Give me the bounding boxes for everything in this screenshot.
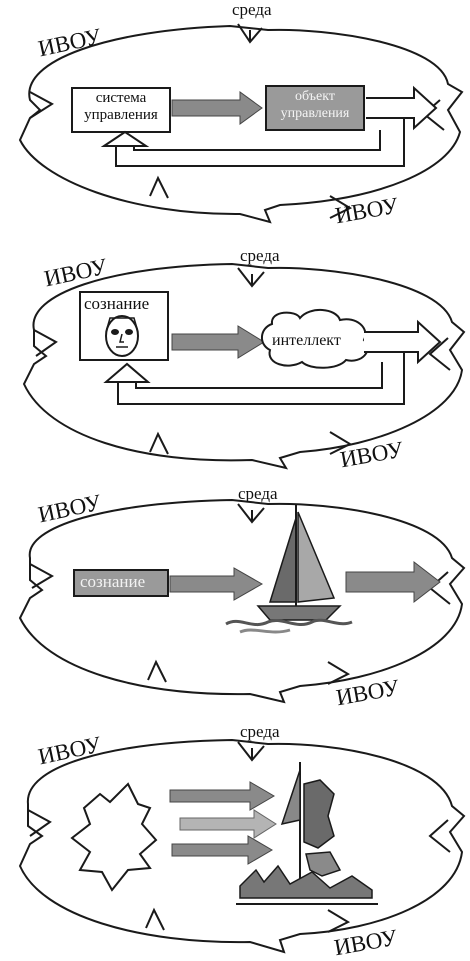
intellect-cloud [261,309,369,369]
control-object-label: объект управления [266,88,364,122]
left-notch-arrow [27,809,52,837]
panel-abstract-sailboat: ИВОУ среда ИВОУ [0,720,470,960]
consciousness-label: сознание [84,294,150,313]
control-system-box [71,87,171,133]
right-notch-arrow [428,337,451,371]
sreda-inflow-arrow [237,23,263,44]
feedback-arrowhead [100,130,150,147]
control-object-line-2: управления [280,106,350,121]
feedback-loop-inner [135,362,383,389]
abstract-mind-shape [70,782,158,892]
face-icon [105,315,139,357]
panel-4-drawing [18,738,466,954]
ivou-bottom-notch [329,431,353,455]
sreda-label: среда [238,484,278,503]
sreda-inflow-arrow [237,503,265,524]
movement-arrow [345,560,441,604]
sreda-inflow-arrow [237,267,265,288]
influence-arrow-bottom [171,835,273,865]
environment-cloud-outline [18,24,464,224]
sreda-inflow-arrow [237,741,265,762]
consciousness-box [73,569,169,597]
left-notch-arrow [33,329,58,357]
feedback-loop-outer [115,118,405,167]
bottom-notch-arrow [145,907,165,931]
influence-arrow-top [169,781,275,811]
ivou-bottom-notch [327,661,351,685]
panel-consciousness-sailboat: ИВОУ среда ИВОУ сознание [0,484,470,719]
output-arrow [364,319,442,365]
panel-3-drawing [18,498,466,704]
feedback-loop-outer [117,352,405,405]
cognition-arrow [171,325,265,359]
sailboat-picture [225,504,353,634]
control-system-line-1: система [95,90,147,106]
panel-1-drawing [18,23,464,224]
sreda-label: среда [232,0,272,19]
ivou-bottom-notch [329,195,353,219]
control-system-label: система управления [72,90,170,124]
bottom-notch-arrow [149,175,169,199]
influence-arrow-middle [179,809,277,839]
output-arrow [366,85,438,131]
environment-cloud-outline [18,738,466,954]
bottom-notch-arrow [149,431,169,455]
environment-cloud-outline [22,262,466,470]
ivou-bottom-notch [327,909,351,933]
panel-consciousness-intellect: ИВОУ среда ИВОУ сознание интеллект [0,246,470,481]
consciousness-label: сознание [80,572,146,591]
control-object-line-1: объект [295,89,335,104]
sreda-label: среда [240,246,280,265]
sreda-label: среда [240,722,280,741]
control-arrow [171,91,263,125]
left-notch-arrow [29,563,55,589]
steering-arrow [169,567,264,601]
left-notch-arrow [29,91,54,119]
control-object-box [265,85,365,131]
panel-2-drawing [22,262,466,470]
panel-control-system: ИВОУ среда ИВОУ система управления объек… [0,0,470,235]
feedback-arrowhead [103,362,151,383]
right-notch-arrow [428,819,451,853]
control-system-line-2: управления [84,107,158,123]
environment-cloud-outline [18,498,466,704]
abstract-sailboat-picture [236,762,378,905]
intellect-label: интеллект [272,332,341,349]
bottom-notch-arrow [147,659,167,683]
